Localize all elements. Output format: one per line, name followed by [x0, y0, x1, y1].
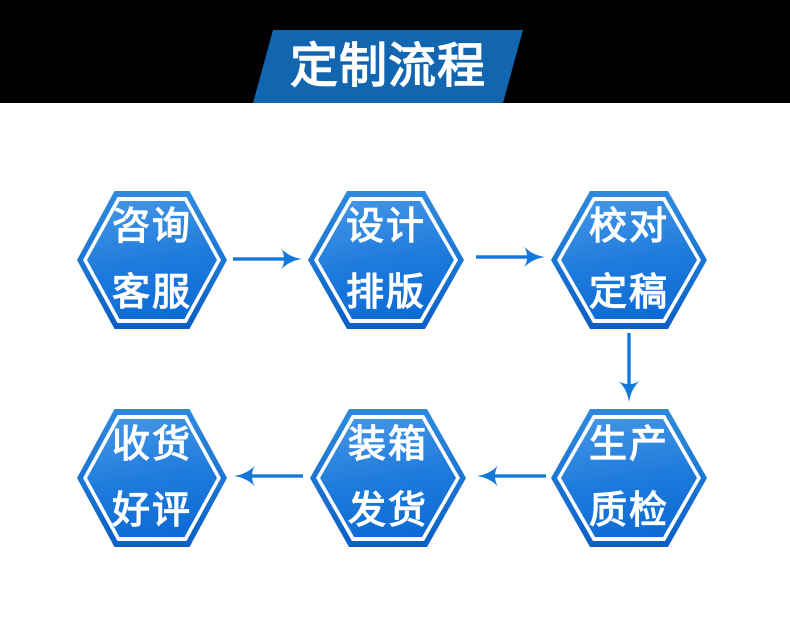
arrow-down-icon: [618, 333, 640, 402]
arrow-right-icon: [476, 246, 545, 268]
flow-step-label-line2: 定稿: [588, 272, 669, 314]
flow-step-packing: 装箱 发货: [310, 409, 466, 547]
flow-step-label-line1: 装箱: [347, 424, 428, 466]
flow-step-label: 校对 定稿: [551, 191, 707, 329]
flow-step-label-line1: 咨询: [111, 206, 192, 248]
arrow-right-icon: [233, 248, 302, 270]
flow-step-label-line2: 客服: [111, 272, 192, 314]
flow-step-label-line1: 设计: [345, 206, 426, 248]
flow-step-consult: 咨询 客服: [77, 191, 227, 329]
flow-step-label: 生产 质检: [551, 409, 707, 547]
flow-step-label-line1: 生产: [588, 424, 669, 466]
arrow-left-icon: [234, 465, 303, 487]
flow-step-label-line2: 质检: [588, 490, 669, 532]
flow-step-production: 生产 质检: [551, 409, 707, 547]
flow-step-receive: 收货 好评: [77, 409, 227, 547]
flow-step-proofread: 校对 定稿: [551, 191, 707, 329]
flow-step-label-line2: 发货: [347, 490, 428, 532]
flow-step-label: 装箱 发货: [310, 409, 466, 547]
hexagon-fill: [561, 201, 697, 319]
flow-step-label-line1: 收货: [111, 424, 192, 466]
page-title: 定制流程: [289, 40, 486, 93]
flow-step-label-line2: 好评: [111, 490, 192, 532]
hexagon-fill: [561, 419, 697, 537]
flow-step-label: 设计 排版: [308, 191, 464, 329]
flow-step-label-line2: 排版: [345, 272, 426, 314]
flow-step-label-line1: 校对: [588, 206, 669, 248]
flow-step-design: 设计 排版: [308, 191, 464, 329]
flow-step-label: 收货 好评: [77, 409, 227, 547]
arrow-left-icon: [477, 465, 546, 487]
flow-step-label: 咨询 客服: [77, 191, 227, 329]
